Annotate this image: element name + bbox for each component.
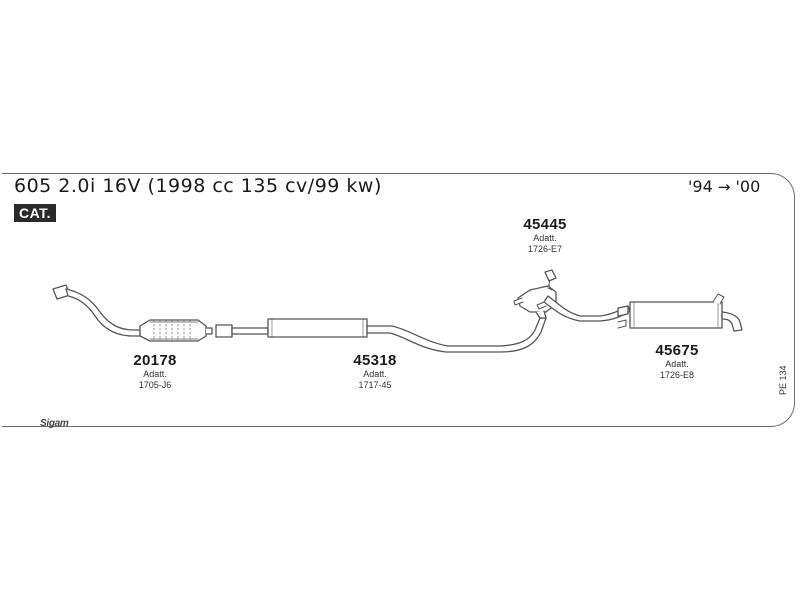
intermediate-pipe[interactable] <box>366 317 547 353</box>
part-label-45318: 45318 Adatt. 1717-45 <box>330 352 420 391</box>
diagram-frame <box>2 173 795 427</box>
part-fitting-code: 1726-E8 <box>659 370 695 380</box>
page-reference: PE 134 <box>778 365 788 395</box>
pipe-sleeve[interactable] <box>215 324 269 338</box>
part-number: 45318 <box>353 352 397 369</box>
part-label-45445: 45445 Adatt. 1726-E7 <box>500 216 590 255</box>
model-years: '94 → '00 <box>688 177 760 196</box>
catalyst-badge: CAT. <box>14 204 57 222</box>
part-fitting-code: 1705-J6 <box>138 380 172 390</box>
part-fitting-code: 1726-E7 <box>527 244 563 254</box>
year-from: '94 <box>688 177 713 196</box>
part-note: Adatt. <box>143 369 167 379</box>
part-label-45675: 45675 Adatt. 1726-E8 <box>632 342 722 381</box>
part-label-20178: 20178 Adatt. 1705-J6 <box>110 352 200 391</box>
part-number: 20178 <box>133 352 177 369</box>
resonator[interactable] <box>513 269 631 322</box>
front-pipe[interactable] <box>52 284 141 337</box>
vehicle-title: 605 2.0i 16V (1998 cc 135 cv/99 kw) <box>14 175 382 197</box>
part-note: Adatt. <box>533 233 557 243</box>
year-to: '00 <box>735 177 761 196</box>
right-arrow-icon: → <box>717 178 731 196</box>
part-number: 45675 <box>655 342 699 359</box>
part-note: Adatt. <box>665 359 689 369</box>
brand-logo: Sigam <box>40 418 69 429</box>
part-number: 45445 <box>523 216 567 233</box>
centre-silencer[interactable] <box>267 318 368 338</box>
catalytic-converter[interactable] <box>139 319 213 342</box>
part-note: Adatt. <box>363 369 387 379</box>
part-fitting-code: 1717-45 <box>358 380 392 390</box>
rear-silencer[interactable] <box>617 293 743 332</box>
